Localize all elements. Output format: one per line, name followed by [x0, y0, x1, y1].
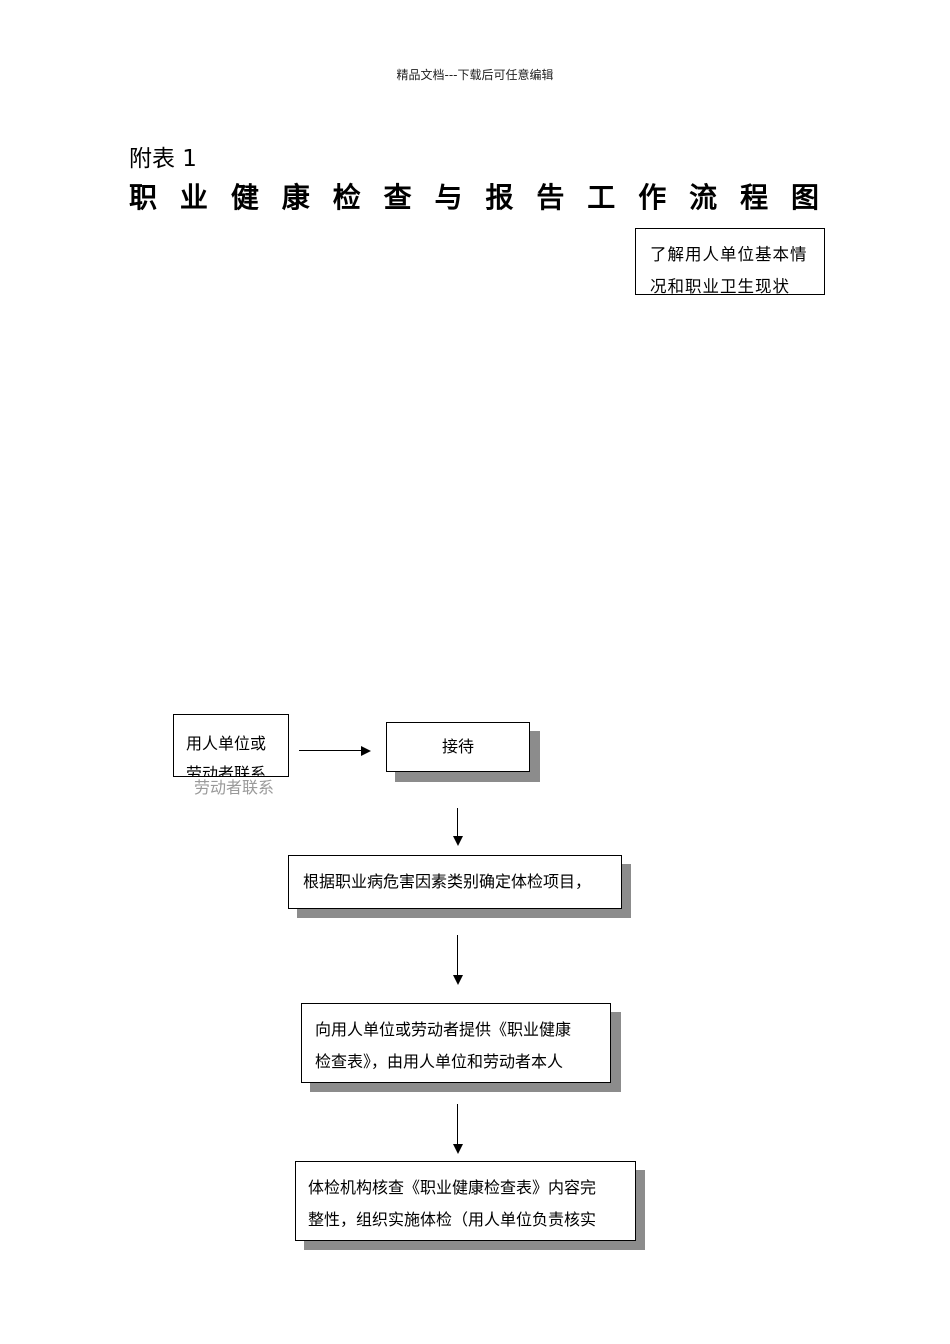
title-char: 业 [179, 181, 208, 214]
title-char: 检 [332, 181, 361, 214]
title-char: 图 [790, 181, 819, 214]
box-line: 劳动者联系 [186, 764, 267, 777]
title-char: 程 [740, 181, 769, 214]
appendix-label: 附表 1 [129, 146, 197, 172]
header-note: 精品文档---下载后可任意编辑 [396, 68, 554, 82]
title-char: 职 [129, 181, 158, 214]
determine-items-box: 根据职业病危害因素类别确定体检项目， [288, 855, 622, 909]
provide-form-box: 向用人单位或劳动者提供《职业健康 检查表》，由用人单位和劳动者本人 [301, 1003, 611, 1083]
title-char: 作 [638, 181, 667, 214]
reception-label: 接待 [441, 737, 474, 756]
title-char: 健 [230, 181, 259, 214]
title-char: 与 [434, 181, 463, 214]
start-contact-box: 用人单位或 劳动者联系 [173, 714, 289, 777]
connector-line [457, 808, 459, 836]
title-char: 康 [281, 181, 310, 214]
arrow-down-icon [453, 975, 463, 985]
arrow-right-icon [361, 746, 371, 756]
title-char: 流 [689, 181, 718, 214]
arrow-down-icon [453, 836, 463, 846]
page-title: 职 业 健 康 检 查 与 报 告 工 作 流 程 图 [129, 176, 819, 216]
box-line: 体检机构核查《职业健康检查表》内容完 [308, 1178, 597, 1197]
title-char: 告 [536, 181, 565, 214]
connector-line [457, 935, 459, 975]
box-line: 向用人单位或劳动者提供《职业健康 [315, 1020, 572, 1039]
reception-box: 接待 [386, 722, 530, 772]
box-line: 用人单位或 [186, 734, 267, 753]
connector-line [299, 750, 361, 752]
box-line: 整性，组织实施体检（用人单位负责核实 [308, 1210, 597, 1229]
box-line: 了解用人单位基本情 [650, 245, 808, 264]
title-char: 报 [485, 181, 514, 214]
ghost-text: 劳动者联系 [194, 778, 275, 797]
verify-exam-box: 体检机构核查《职业健康检查表》内容完 整性，组织实施体检（用人单位负责核实 [295, 1161, 636, 1241]
title-char: 查 [383, 181, 412, 214]
box-line: 检查表》，由用人单位和劳动者本人 [315, 1052, 564, 1071]
title-char: 工 [587, 181, 616, 214]
understand-employer-box: 了解用人单位基本情 况和职业卫生现状 [635, 228, 825, 295]
arrow-down-icon [453, 1144, 463, 1154]
box-line: 况和职业卫生现状 [650, 277, 790, 295]
box-line: 根据职业病危害因素类别确定体检项目， [303, 872, 592, 891]
connector-line [457, 1104, 459, 1144]
